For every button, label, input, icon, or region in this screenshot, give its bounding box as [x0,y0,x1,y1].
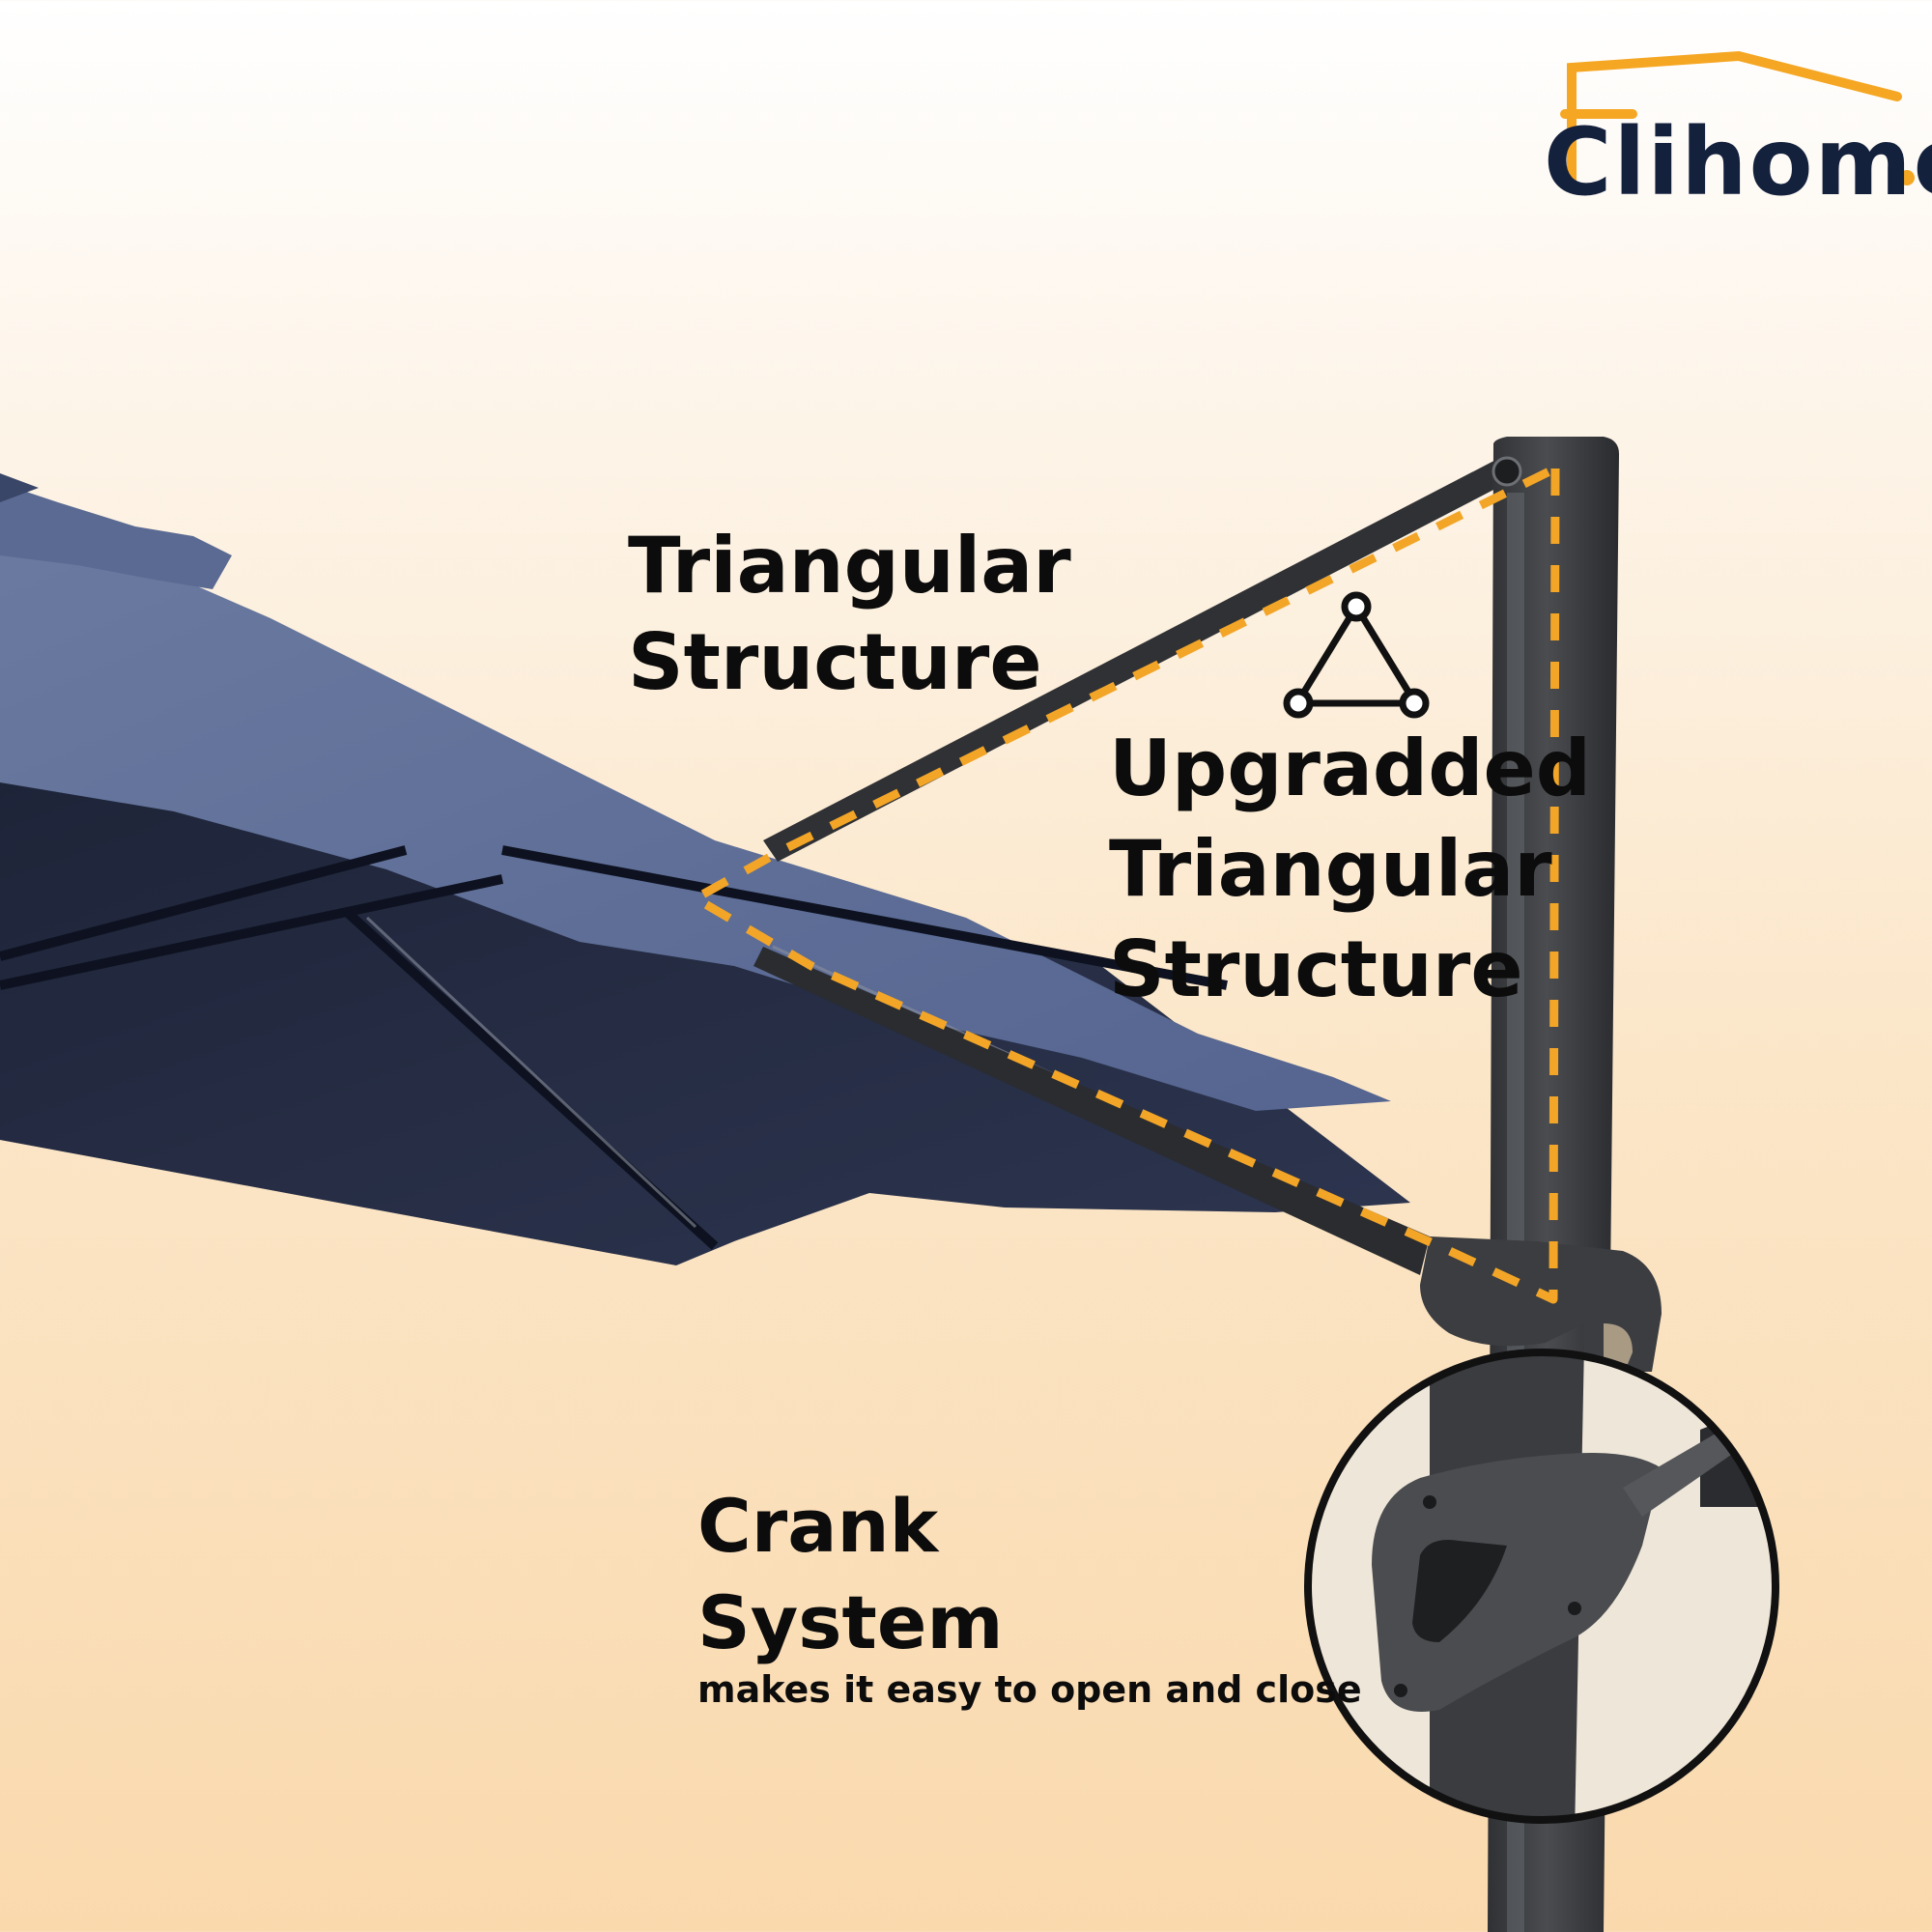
canopy-ribs [0,845,1228,1250]
triangle-structure-icon [1283,591,1430,719]
canopy-vent [0,483,232,589]
upgraded-structure-label: Upgradded Triangular Structure [1109,724,1591,1014]
crank-handle-large [1372,1453,1662,1712]
canopy-top [0,522,1391,1111]
lower-arm [753,947,1430,1275]
crank-housing [1420,1236,1662,1372]
brand-logo-mark [1560,50,1902,186]
brand-logo-text: Clihome [1544,108,1932,216]
upper-arm [763,454,1521,862]
brand-dot [1899,170,1915,185]
crank-system-label: Crank System [697,1483,1004,1665]
triangular-structure-label: Triangular Structure [628,521,1071,707]
triangle-dashed-outline [691,464,1560,1304]
canopy-underside [0,773,1410,1265]
crank-system-caption: makes it easy to open and close [697,1668,1362,1711]
crank-zoom-circle [1304,1349,1779,1824]
